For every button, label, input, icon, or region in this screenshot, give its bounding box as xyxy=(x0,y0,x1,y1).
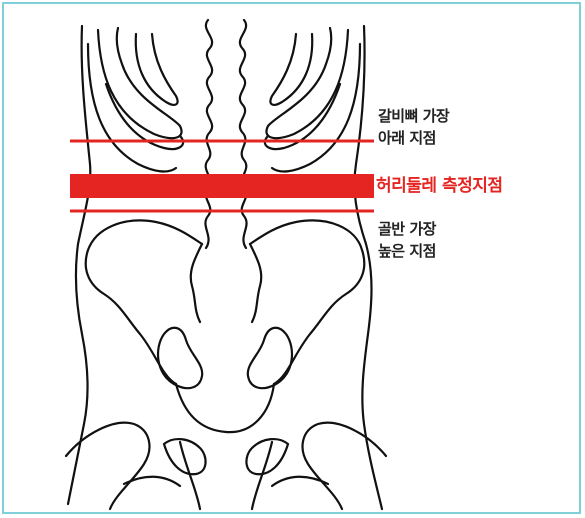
femur-right-line xyxy=(252,442,272,509)
obturator-left xyxy=(158,328,202,388)
obturator-right xyxy=(248,328,292,388)
right-iliac-wing xyxy=(250,220,364,384)
sacrum-left xyxy=(191,244,202,322)
rib-lowest-label-line-2: 아래 지점 xyxy=(378,127,449,149)
pelvic-inlet xyxy=(176,384,274,432)
left-hip xyxy=(66,423,149,509)
left-body-outline xyxy=(68,26,90,504)
right-rib-3 xyxy=(272,44,360,171)
sacrum-right xyxy=(250,244,261,322)
skeleton-illustration xyxy=(4,4,579,512)
waist-measure-label-text: 허리둘레 측정지점 xyxy=(376,175,503,197)
rib-lowest-label-line-1: 갈비뼈 가장 xyxy=(378,105,449,127)
spine-right-edge xyxy=(240,20,247,248)
illustration-frame: 갈비뼈 가장 아래 지점 허리둘레 측정지점 골반 가장 높은 지점 xyxy=(2,2,581,514)
spine-left-edge xyxy=(205,20,212,248)
right-rib-1 xyxy=(266,28,348,138)
pelvis-highest-label-line-1: 골반 가장 xyxy=(378,218,436,240)
left-rib-2 xyxy=(106,84,183,149)
pelvis-highest-label-line-2: 높은 지점 xyxy=(378,240,436,262)
left-iliac-wing xyxy=(86,220,202,384)
femur-left-line xyxy=(180,442,200,509)
waist-measure-label: 허리둘레 측정지점 xyxy=(376,175,503,197)
left-rib-1 xyxy=(98,28,182,138)
rib-lowest-label: 갈비뼈 가장 아래 지점 xyxy=(378,105,449,149)
waist-measure-band xyxy=(70,174,374,198)
right-hip xyxy=(303,423,386,509)
pelvis-highest-label: 골반 가장 높은 지점 xyxy=(378,218,436,262)
right-body-outline xyxy=(354,26,382,509)
right-rib-2 xyxy=(265,84,340,149)
